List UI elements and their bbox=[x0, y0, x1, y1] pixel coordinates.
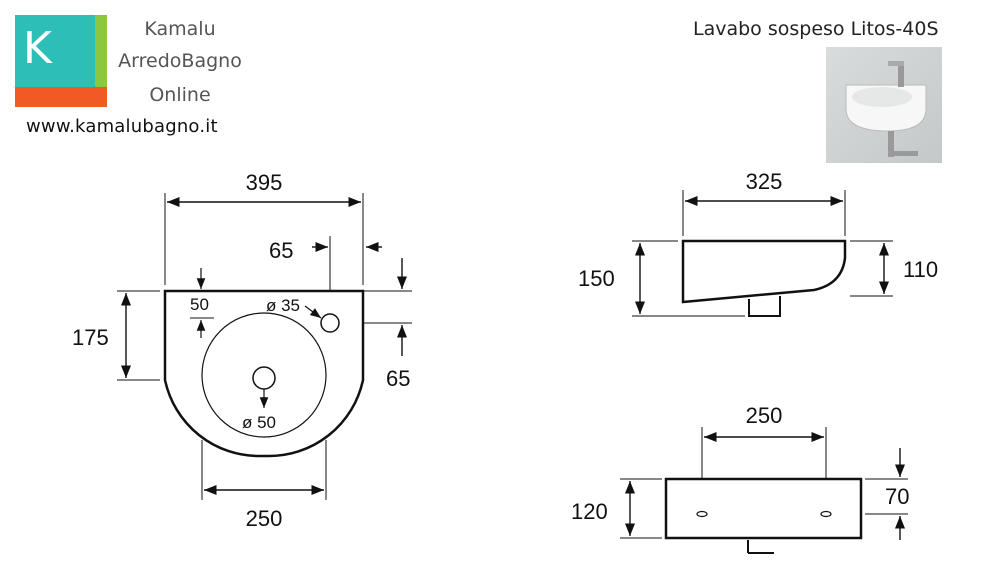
dim-rim: 50 bbox=[190, 295, 209, 314]
website-link[interactable]: www.kamalubagno.it bbox=[26, 116, 218, 137]
dim-basin-height: 110 bbox=[903, 257, 938, 282]
brand-name-line2: ArredoBagno bbox=[118, 50, 242, 72]
brand-name-line3: Online bbox=[149, 84, 211, 106]
top-view bbox=[117, 193, 412, 500]
dim-front-height: 120 bbox=[571, 499, 608, 524]
dim-tap-offset-y: 65 bbox=[386, 366, 410, 391]
dim-side-width: 325 bbox=[746, 169, 783, 194]
dim-side-height: 150 bbox=[578, 266, 615, 291]
front-view bbox=[620, 427, 908, 554]
logo-letter: K bbox=[23, 23, 53, 74]
product-title: Lavabo sospeso Litos-40S bbox=[693, 18, 939, 40]
dim-fixing-height: 70 bbox=[885, 484, 909, 509]
dim-width: 395 bbox=[246, 170, 283, 195]
dim-drain-hole: ø 50 bbox=[242, 413, 276, 432]
side-view bbox=[632, 190, 893, 317]
product-photo bbox=[826, 47, 942, 163]
dim-bottom-width: 250 bbox=[246, 506, 283, 531]
kamalu-logo: K bbox=[15, 15, 107, 107]
dim-tap-hole: ø 35 bbox=[266, 296, 300, 315]
dim-fixing-distance: 250 bbox=[746, 403, 783, 428]
dim-depth: 175 bbox=[72, 325, 109, 350]
brand-name-line1: Kamalu bbox=[144, 18, 216, 40]
dim-tap-offset-x: 65 bbox=[269, 238, 293, 263]
